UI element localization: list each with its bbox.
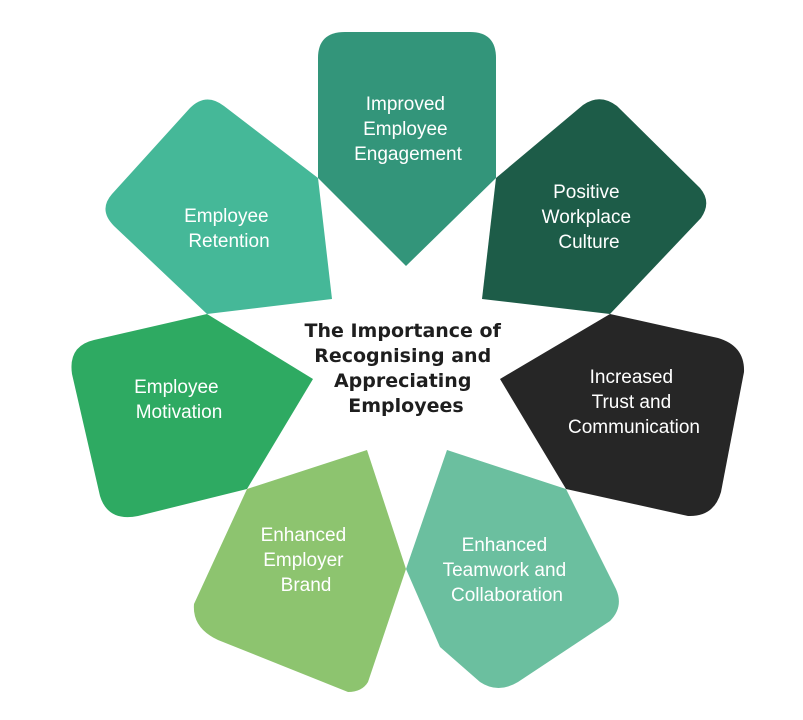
petal-label-line: Increased bbox=[590, 367, 673, 388]
petal-shape bbox=[318, 32, 496, 266]
petal-label-line: Brand bbox=[281, 575, 332, 596]
petal-enhanced-employer-brand: Enhanced Employer Brand bbox=[193, 450, 406, 692]
center-title-line: Appreciating bbox=[334, 370, 471, 392]
svg-text:Employee Motivation: Employee Motivation bbox=[134, 377, 224, 423]
center-title: The Importance of Recognising and Apprec… bbox=[304, 320, 507, 417]
petal-label-line: Teamwork and bbox=[443, 560, 567, 581]
center-title-line: Recognising and bbox=[314, 345, 491, 367]
petal-positive-workplace-culture: Positive Workplace Culture bbox=[482, 99, 707, 315]
petal-label-line: Trust and bbox=[592, 392, 672, 413]
svg-text:Improved Employee: Improved Employee Engagement bbox=[354, 94, 462, 165]
svg-text:Enhanced Employer: Enhanced Employer Brand bbox=[261, 525, 352, 596]
petal-shape bbox=[406, 450, 619, 688]
petal-label-line: Engagement bbox=[354, 144, 462, 165]
petal-label-line: Communication bbox=[568, 417, 700, 438]
petal-shape bbox=[500, 314, 745, 517]
petal-label-line: Employee bbox=[184, 206, 269, 227]
petal-label-line: Collaboration bbox=[451, 585, 563, 606]
svg-text:Enhanced Teamwork and: Enhanced Teamwork and Collaboration bbox=[443, 535, 572, 606]
petal-label-line: Retention bbox=[188, 231, 269, 252]
petal-increased-trust-and-communication: Increased Trust and Communication bbox=[500, 314, 745, 517]
petal-label-line: Improved bbox=[366, 94, 445, 115]
petal-label-line: Positive bbox=[553, 182, 620, 203]
center-title-line: Employees bbox=[348, 395, 463, 417]
petal-label-line: Culture bbox=[558, 232, 619, 253]
petal-label-line: Enhanced bbox=[462, 535, 548, 556]
petal-label-line: Workplace bbox=[542, 207, 631, 228]
svg-text:Employee Retention: Employee Retention bbox=[184, 206, 274, 252]
petal-shape bbox=[193, 450, 406, 692]
petal-shape bbox=[71, 314, 313, 518]
petal-enhanced-teamwork-and-collaboration: Enhanced Teamwork and Collaboration bbox=[406, 450, 619, 688]
center-title-line: The Importance of bbox=[304, 320, 501, 342]
svg-text:Increased Trust and: Increased Trust and Communication bbox=[568, 367, 700, 438]
svg-text:Positive Workplace: Positive Workplace Culture bbox=[542, 182, 637, 253]
petal-shape bbox=[482, 99, 707, 315]
petal-employee-motivation: Employee Motivation bbox=[71, 314, 313, 518]
petal-shape bbox=[105, 99, 332, 314]
petal-label-line: Employer bbox=[263, 550, 344, 571]
petal-label-line: Motivation bbox=[136, 402, 223, 423]
petal-label-line: Employee bbox=[134, 377, 219, 398]
petal-improved-employee-engagement: Improved Employee Engagement bbox=[318, 32, 496, 266]
petal-employee-retention: Employee Retention bbox=[105, 99, 332, 314]
petal-label-line: Enhanced bbox=[261, 525, 347, 546]
petal-label-line: Employee bbox=[363, 119, 448, 140]
